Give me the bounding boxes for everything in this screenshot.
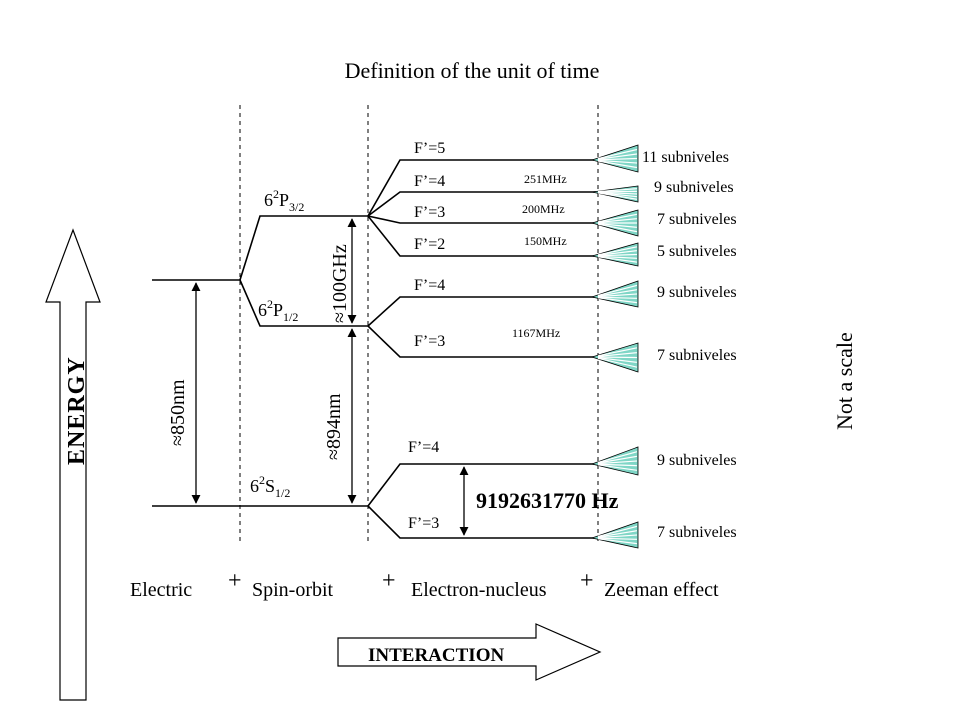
zeeman-sublevel-line bbox=[597, 218, 638, 224]
zeeman-sublevel-line bbox=[597, 223, 638, 233]
label-894nm: ≈894nm bbox=[323, 393, 345, 460]
zeeman-sublevel-line bbox=[597, 464, 638, 471]
label-clock-frequency: 9192631770 Hz bbox=[476, 488, 619, 513]
plus-3: + bbox=[580, 568, 594, 594]
zeeman-sublevel-line bbox=[597, 525, 638, 538]
zeeman-sublevel-line bbox=[597, 296, 638, 299]
zeeman-sublevel-line bbox=[597, 463, 638, 467]
p32-fine-level bbox=[239, 215, 368, 281]
spacing-251mhz: 251MHz bbox=[524, 172, 567, 186]
p32-f4-level bbox=[367, 191, 598, 217]
interaction-arrow-icon bbox=[337, 623, 602, 681]
interaction-label: INTERACTION bbox=[368, 645, 504, 666]
zeeman-sublevel-line bbox=[597, 253, 638, 257]
zeeman-sublevel-line bbox=[597, 191, 638, 195]
zeeman-sublevel-line bbox=[597, 357, 638, 368]
zeeman-sublevel-line bbox=[597, 157, 638, 161]
zeeman-label-7: 9 subniveles bbox=[657, 452, 737, 469]
not-a-scale-note: Not a scale bbox=[832, 332, 857, 430]
zeeman-label-3: 7 subniveles bbox=[657, 211, 737, 228]
zeeman-sublevel-line bbox=[597, 153, 638, 160]
zeeman-sublevel-line bbox=[597, 159, 638, 164]
zeeman-sublevel-line bbox=[597, 148, 638, 160]
zeeman-label-1: 11 subniveles bbox=[642, 149, 729, 166]
p12-f4-level bbox=[367, 296, 598, 327]
spacing-200mhz: 200MHz bbox=[522, 202, 565, 216]
f-label-s12-f3: F’=3 bbox=[408, 515, 439, 532]
zeeman-sublevel-line bbox=[597, 534, 638, 539]
s12-f4-level bbox=[367, 463, 598, 507]
f-label-s12-f4: F’=4 bbox=[408, 439, 439, 456]
zeeman-sublevel-line bbox=[597, 192, 638, 198]
zeeman-label-4: 5 subniveles bbox=[657, 243, 737, 260]
zeeman-sublevel-line bbox=[597, 537, 638, 540]
zeeman-sublevel-line bbox=[597, 222, 638, 228]
zeeman-label-6: 7 subniveles bbox=[657, 347, 737, 364]
energy-arrow-icon bbox=[45, 228, 101, 701]
zeeman-sublevel-line bbox=[597, 284, 638, 297]
plus-1: + bbox=[228, 568, 242, 594]
zeeman-sublevel-line bbox=[597, 160, 638, 169]
zeeman-sublevel-line bbox=[597, 538, 638, 545]
interaction-electron-nucleus: Electron-nucleus bbox=[411, 579, 547, 601]
spacing-150mhz: 150MHz bbox=[524, 234, 567, 248]
zeeman-fans bbox=[590, 144, 639, 549]
zeeman-sublevel-line bbox=[597, 213, 638, 223]
f-label-p32-f5: F’=5 bbox=[414, 140, 445, 157]
f-label-p32-f2: F’=2 bbox=[414, 236, 445, 253]
interaction-electric: Electric bbox=[130, 579, 192, 601]
diagram-title: Definition of the unit of time bbox=[345, 58, 600, 83]
interaction-spin-orbit: Spin-orbit bbox=[252, 579, 334, 601]
f-label-p12-f3: F’=3 bbox=[414, 333, 445, 350]
zeeman-label-5: 9 subniveles bbox=[657, 284, 737, 301]
zeeman-sublevel-line bbox=[597, 297, 638, 304]
zeeman-sublevel-line bbox=[597, 357, 638, 363]
spacing-1167mhz: 1167MHz bbox=[512, 326, 560, 340]
zeeman-sublevel-line bbox=[597, 190, 638, 193]
zeeman-sublevel-line bbox=[597, 192, 638, 200]
zeeman-label-8: 7 subniveles bbox=[657, 524, 737, 541]
interaction-zeeman: Zeeman effect bbox=[604, 579, 719, 601]
p32-f5-level bbox=[367, 159, 598, 217]
f-label-p32-f4: F’=4 bbox=[414, 173, 445, 190]
term-s12: 62S1/2 bbox=[250, 473, 290, 500]
zeeman-sublevel-line bbox=[597, 289, 638, 297]
p32-f3-level bbox=[367, 215, 598, 224]
zeeman-sublevel-line bbox=[597, 455, 638, 464]
f-label-p12-f4: F’=4 bbox=[414, 277, 445, 294]
p12-fine-level bbox=[239, 279, 368, 327]
zeeman-sublevel-line bbox=[597, 188, 638, 193]
zeeman-sublevel-line bbox=[597, 293, 638, 298]
label-100ghz: ≈100GHz bbox=[329, 244, 351, 323]
term-p12: 62P1/2 bbox=[258, 297, 298, 324]
f-label-p32-f3: F’=3 bbox=[414, 204, 445, 221]
plus-2: + bbox=[382, 568, 396, 594]
zeeman-sublevel-line bbox=[597, 530, 638, 538]
p12-f3-level bbox=[367, 325, 598, 358]
label-850nm: ≈850nm bbox=[167, 379, 189, 446]
zeeman-sublevel-line bbox=[597, 250, 638, 256]
zeeman-sublevel-line bbox=[597, 256, 638, 263]
energy-label: ENERGY bbox=[64, 356, 90, 465]
zeeman-sublevel-line bbox=[597, 255, 638, 259]
p32-f2-level bbox=[367, 215, 598, 257]
zeeman-sublevel-line bbox=[597, 460, 638, 465]
s12-f3-level bbox=[367, 505, 598, 539]
zeeman-sublevel-line bbox=[597, 246, 638, 256]
zeeman-sublevel-line bbox=[597, 347, 638, 357]
zeeman-sublevel-line bbox=[597, 451, 638, 463]
zeeman-label-2: 9 subniveles bbox=[654, 179, 734, 196]
term-p32: 62P3/2 bbox=[264, 187, 304, 214]
zeeman-sublevel-line bbox=[597, 352, 638, 358]
